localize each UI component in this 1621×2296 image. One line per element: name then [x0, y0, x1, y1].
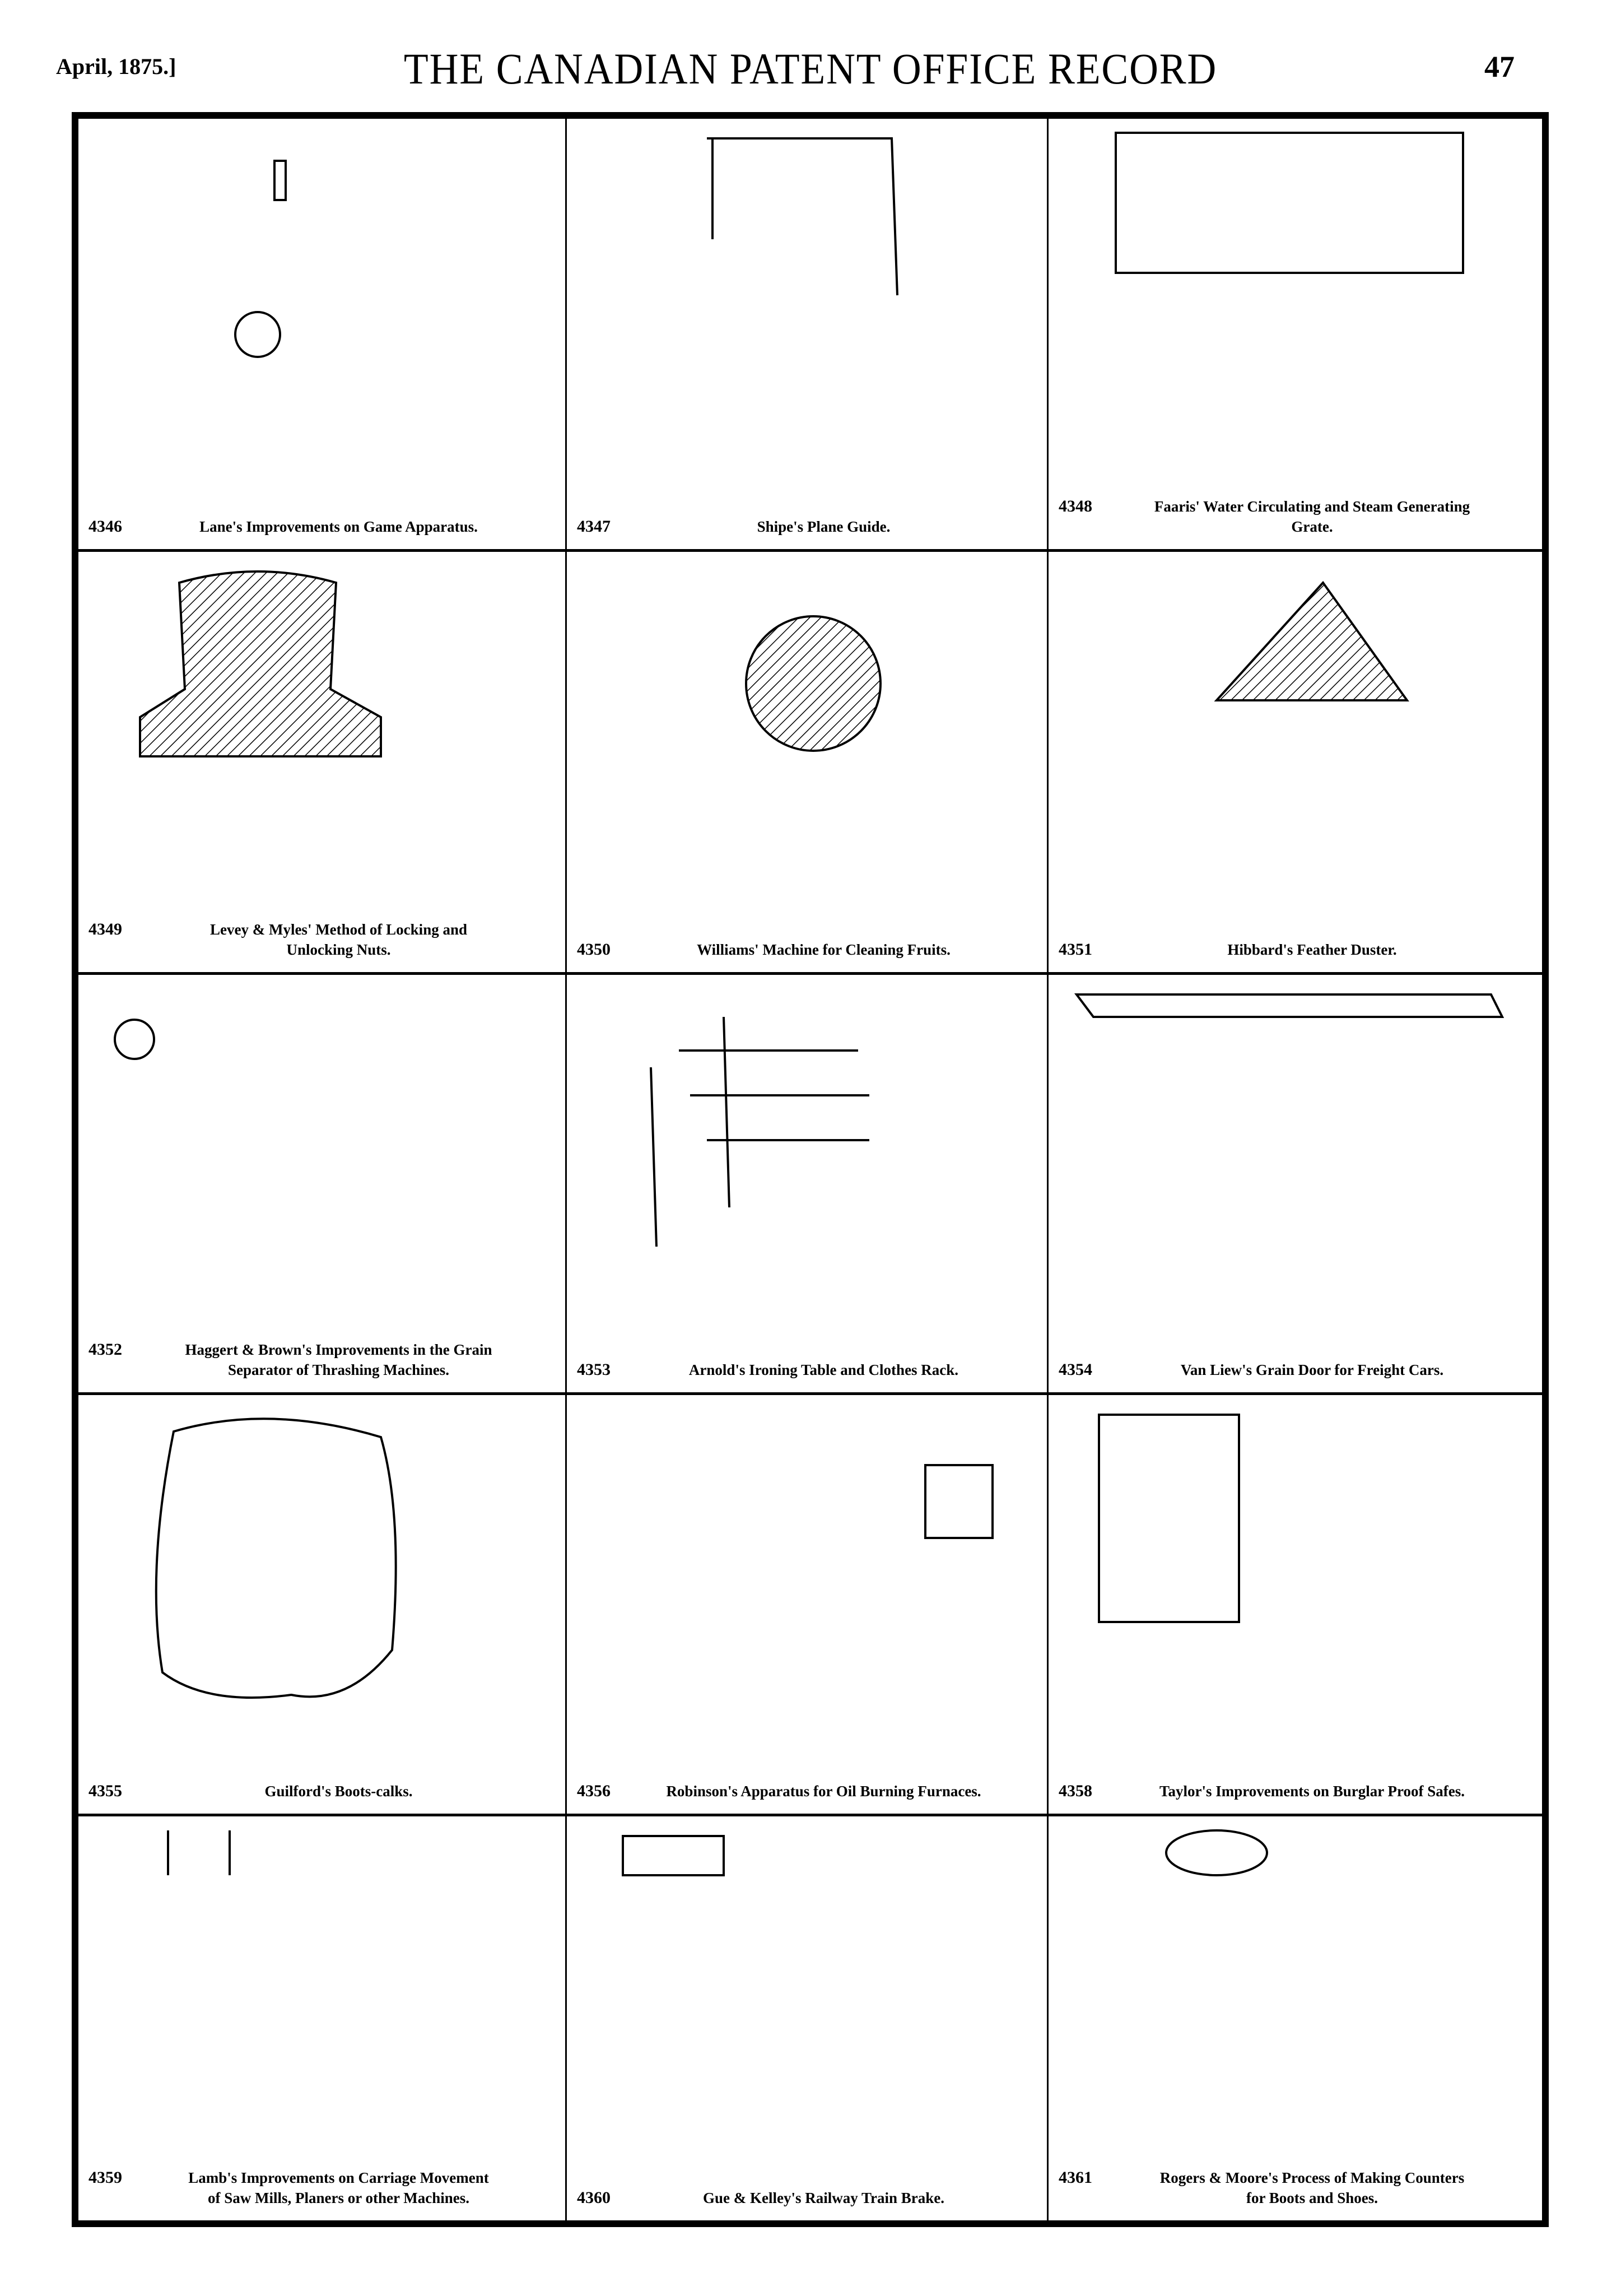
patent-entry-4355: 4355 Guilford's Boots-calks.: [78, 1395, 567, 1816]
patent-caption: 4346 Lane's Improvements on Game Apparatu…: [88, 517, 555, 537]
patent-title-line: Grate.: [1291, 518, 1333, 535]
patent-illustration: [745, 615, 882, 752]
patent-title-line: Arnold's Ironing Table and Clothes Rack.: [688, 1361, 959, 1378]
patent-number: 4348: [1059, 497, 1092, 515]
patent-illustration: [155, 1417, 397, 1699]
patent-caption: 4349 Levey & Myles' Method of Locking and…: [88, 919, 555, 960]
patent-number: 4356: [577, 1782, 611, 1800]
patent-number: 4346: [88, 517, 122, 536]
patent-illustration: [650, 1016, 869, 1247]
patent-illustration: [622, 1835, 725, 1876]
patent-number: 4358: [1059, 1782, 1092, 1800]
patent-title-line: Robinson's Apparatus for Oil Burning Fur…: [666, 1783, 981, 1800]
patent-entry-4351: 4351 Hibbard's Feather Duster.: [1049, 552, 1542, 975]
patent-caption: 4352 Haggert & Brown's Improvements in th…: [88, 1340, 555, 1380]
patent-illustration: [924, 1464, 994, 1539]
patent-illustration: [1214, 580, 1409, 701]
patent-title-line: Guilford's Boots-calks.: [264, 1783, 413, 1800]
patent-caption: 4355 Guilford's Boots-calks.: [88, 1781, 555, 1801]
patent-grid: 4346 Lane's Improvements on Game Apparatu…: [78, 119, 1542, 2220]
patent-illustration: [234, 160, 287, 358]
patent-title-line: Hibbard's Feather Duster.: [1227, 941, 1397, 958]
patent-number: 4352: [88, 1340, 122, 1359]
patent-caption: 4358 Taylor's Improvements on Burglar Pro…: [1059, 1781, 1532, 1801]
patent-caption: 4351 Hibbard's Feather Duster.: [1059, 940, 1532, 960]
patent-entry-4346: 4346 Lane's Improvements on Game Apparatu…: [78, 119, 567, 552]
patent-illustration: [167, 1830, 231, 1875]
patent-number: 4354: [1059, 1360, 1092, 1379]
patent-title-line: Gue & Kelley's Railway Train Brake.: [703, 2190, 944, 2206]
patent-illustration: [1115, 132, 1464, 274]
patent-entry-4354: 4354 Van Liew's Grain Door for Freight Ca…: [1049, 975, 1542, 1395]
patent-caption: 4353 Arnold's Ironing Table and Clothes R…: [577, 1360, 1037, 1380]
patent-title-line: Rogers & Moore's Process of Making Count…: [1159, 2169, 1465, 2186]
patent-title-line: Faaris' Water Circulating and Steam Gene…: [1154, 498, 1470, 515]
patent-illustration: [707, 137, 898, 296]
patent-illustration: [1165, 1829, 1268, 1876]
patent-title-line: Unlocking Nuts.: [286, 941, 391, 958]
patent-number: 4350: [577, 940, 611, 959]
patent-caption: 4350 Williams' Machine for Cleaning Fruit…: [577, 940, 1037, 960]
patent-illustration: [1074, 993, 1504, 1018]
patent-number: 4355: [88, 1782, 122, 1800]
patent-number: 4361: [1059, 2168, 1092, 2187]
patent-caption: 4360 Gue & Kelley's Railway Train Brake.: [577, 2188, 1037, 2208]
patent-illustration: [139, 570, 382, 757]
patent-title-line: of Saw Mills, Planers or other Machines.: [208, 2190, 469, 2206]
patent-entry-4353: 4353 Arnold's Ironing Table and Clothes R…: [567, 975, 1049, 1395]
patent-entry-4358: 4358 Taylor's Improvements on Burglar Pro…: [1049, 1395, 1542, 1816]
patent-entry-4349: 4349 Levey & Myles' Method of Locking and…: [78, 552, 567, 975]
patent-caption: 4356 Robinson's Apparatus for Oil Burning…: [577, 1781, 1037, 1801]
patent-illustration: [114, 1019, 155, 1060]
patent-title-line: Haggert & Brown's Improvements in the Gr…: [185, 1341, 492, 1358]
patent-number: 4351: [1059, 940, 1092, 959]
publication-title: THE CANADIAN PATENT OFFICE RECORD: [403, 44, 1218, 93]
patent-entry-4348: 4348 Faaris' Water Circulating and Steam …: [1049, 119, 1542, 552]
patent-title-line: Shipe's Plane Guide.: [757, 518, 891, 535]
patent-illustration: [1098, 1414, 1240, 1623]
patent-number: 4359: [88, 2168, 122, 2187]
patent-number: 4347: [577, 517, 611, 536]
patent-caption: 4348 Faaris' Water Circulating and Steam …: [1059, 496, 1532, 537]
patent-title-line: Van Liew's Grain Door for Freight Cars.: [1180, 1361, 1444, 1378]
patent-number: 4349: [88, 920, 122, 938]
patent-caption: 4354 Van Liew's Grain Door for Freight Ca…: [1059, 1360, 1532, 1380]
patent-title-line: Williams' Machine for Cleaning Fruits.: [697, 941, 951, 958]
patent-caption: 4361 Rogers & Moore's Process of Making C…: [1059, 2168, 1532, 2208]
patent-title-line: Taylor's Improvements on Burglar Proof S…: [1159, 1783, 1465, 1800]
patent-title-line: Lane's Improvements on Game Apparatus.: [199, 518, 478, 535]
patent-entry-4361: 4361 Rogers & Moore's Process of Making C…: [1049, 1816, 1542, 2220]
patent-title-line: Lamb's Improvements on Carriage Movement: [188, 2169, 489, 2186]
patent-caption: 4347 Shipe's Plane Guide.: [577, 517, 1037, 537]
patent-title-line: Separator of Thrashing Machines.: [227, 1361, 450, 1378]
page-number: 47: [1484, 50, 1515, 83]
issue-date: April, 1875.]: [56, 54, 176, 79]
patent-title-line: for Boots and Shoes.: [1246, 2190, 1378, 2206]
patent-entry-4347: 4347 Shipe's Plane Guide.: [567, 119, 1049, 552]
patent-entry-4352: 4352 Haggert & Brown's Improvements in th…: [78, 975, 567, 1395]
patent-illustrations-frame: 4346 Lane's Improvements on Game Apparatu…: [72, 112, 1549, 2227]
patent-entry-4360: 4360 Gue & Kelley's Railway Train Brake.: [567, 1816, 1049, 2220]
patent-entry-4350: 4350 Williams' Machine for Cleaning Fruit…: [567, 552, 1049, 975]
patent-entry-4356: 4356 Robinson's Apparatus for Oil Burning…: [567, 1395, 1049, 1816]
patent-entry-4359: 4359 Lamb's Improvements on Carriage Move…: [78, 1816, 567, 2220]
patent-title-line: Levey & Myles' Method of Locking and: [210, 921, 467, 938]
patent-number: 4360: [577, 2188, 611, 2207]
patent-caption: 4359 Lamb's Improvements on Carriage Move…: [88, 2168, 555, 2208]
patent-number: 4353: [577, 1360, 611, 1379]
